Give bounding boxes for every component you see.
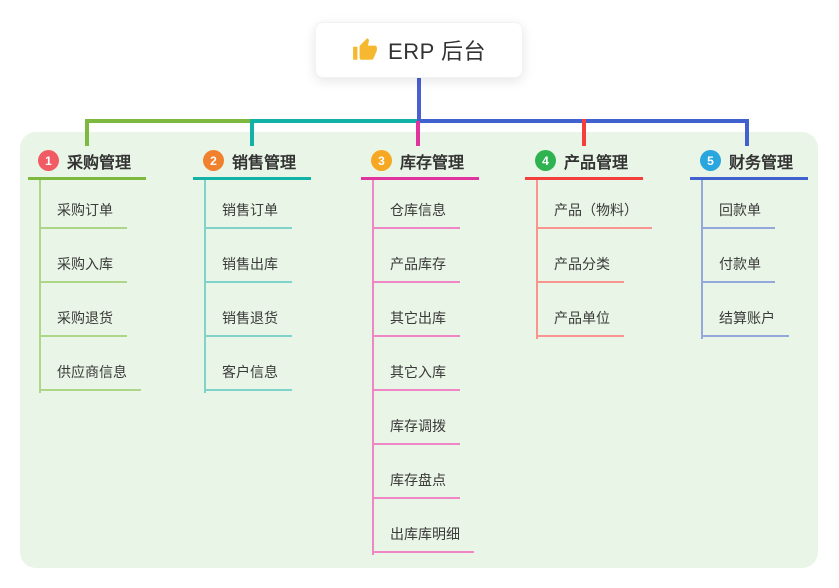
node-stock-taking[interactable]: 库存盘点 (372, 463, 460, 499)
node-stock-transfer[interactable]: 库存调拨 (372, 409, 460, 445)
root-node-label: ERP 后台 (388, 39, 486, 64)
node-product-unit[interactable]: 产品单位 (536, 301, 624, 337)
branch-label: 产品管理 (564, 154, 629, 172)
connector-branch-1 (85, 119, 254, 123)
connector-branch-2 (250, 119, 419, 123)
node-receipt-order[interactable]: 回款单 (701, 193, 775, 229)
node-supplier-info[interactable]: 供应商信息 (39, 355, 141, 391)
branch-child-connector (204, 180, 206, 393)
node-payment-order[interactable]: 付款单 (701, 247, 775, 283)
node-other-inbound[interactable]: 其它入库 (372, 355, 460, 391)
branch-label: 库存管理 (400, 154, 465, 172)
branch-purchase-header[interactable]: 1 采购管理 (28, 144, 146, 180)
badge-4-icon: 4 (535, 150, 556, 171)
branch-label: 财务管理 (729, 154, 794, 172)
mindmap-panel (20, 132, 818, 568)
branch-finance-header[interactable]: 5 财务管理 (690, 144, 808, 180)
branch-inventory-header[interactable]: 3 库存管理 (361, 144, 479, 180)
connector-drop-4 (582, 119, 586, 146)
badge-2-icon: 2 (203, 150, 224, 171)
node-sales-order[interactable]: 销售订单 (204, 193, 292, 229)
node-product-stock[interactable]: 产品库存 (372, 247, 460, 283)
connector-drop-2 (250, 119, 254, 146)
badge-5-icon: 5 (700, 150, 721, 171)
node-product-category[interactable]: 产品分类 (536, 247, 624, 283)
connector-drop-5 (745, 119, 749, 146)
node-product-material[interactable]: 产品（物料） (536, 193, 652, 229)
branch-label: 销售管理 (232, 154, 297, 172)
node-sales-outbound[interactable]: 销售出库 (204, 247, 292, 283)
thumbs-up-icon (353, 38, 377, 60)
badge-3-icon: 3 (371, 150, 392, 171)
node-sales-return[interactable]: 销售退货 (204, 301, 292, 337)
branch-label: 采购管理 (67, 154, 132, 172)
node-settlement-account[interactable]: 结算账户 (701, 301, 789, 337)
root-node[interactable]: ERP 后台 (315, 22, 523, 78)
badge-1-icon: 1 (38, 150, 59, 171)
branch-child-connector (536, 180, 538, 339)
branch-child-connector (372, 180, 374, 555)
node-outbound-detail[interactable]: 出库库明细 (372, 517, 474, 553)
branch-child-connector (39, 180, 41, 393)
connector-drop-3 (416, 121, 420, 146)
node-other-outbound[interactable]: 其它出库 (372, 301, 460, 337)
node-warehouse-info[interactable]: 仓库信息 (372, 193, 460, 229)
root-connector-line (417, 78, 421, 121)
connector-drop-1 (85, 119, 89, 146)
branch-sales-header[interactable]: 2 销售管理 (193, 144, 311, 180)
node-purchase-inbound[interactable]: 采购入库 (39, 247, 127, 283)
branch-child-connector (701, 180, 703, 339)
node-purchase-order[interactable]: 采购订单 (39, 193, 127, 229)
node-customer-info[interactable]: 客户信息 (204, 355, 292, 391)
node-purchase-return[interactable]: 采购退货 (39, 301, 127, 337)
branch-product-header[interactable]: 4 产品管理 (525, 144, 643, 180)
